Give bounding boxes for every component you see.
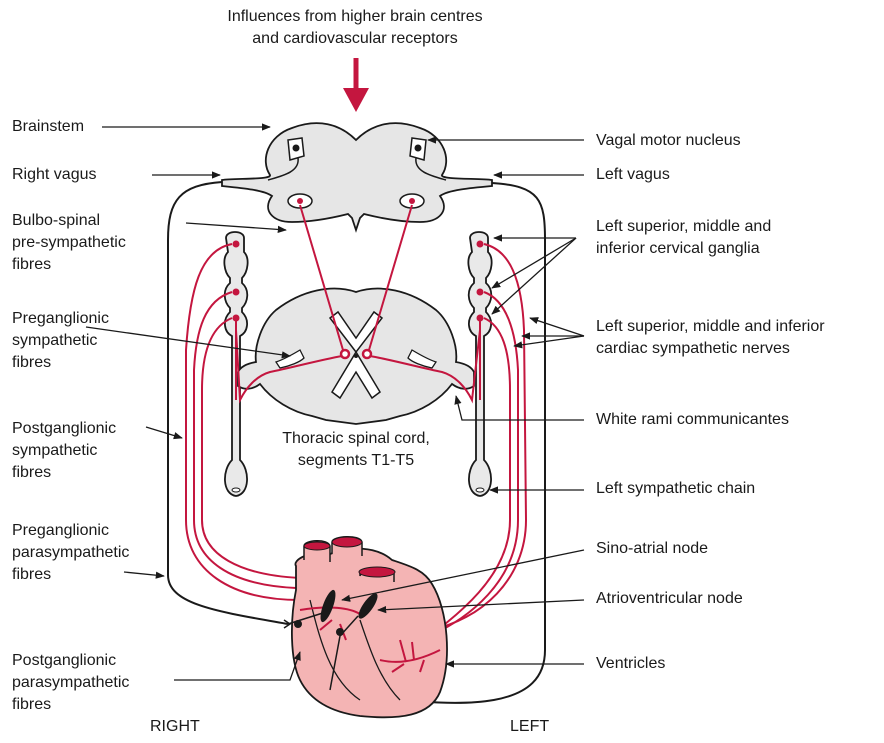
thoracic-cord-label: Thoracic spinal cord, segments T1-T5 bbox=[256, 428, 456, 472]
brainstem-section bbox=[222, 123, 492, 230]
influences-label: Influences from higher brain centres and… bbox=[180, 6, 530, 50]
thoracic-spinal-cord bbox=[238, 289, 474, 424]
preganglionic-parasympathetic-label: Preganglionic parasympathetic fibres bbox=[12, 520, 129, 586]
bulbospinal-label: Bulbo-spinal pre-sympathetic fibres bbox=[12, 210, 126, 276]
left-vagus-label: Left vagus bbox=[596, 164, 670, 186]
input-arrow bbox=[343, 58, 369, 112]
right-vagus-label: Right vagus bbox=[12, 164, 97, 186]
vagal-motor-nucleus-label: Vagal motor nucleus bbox=[596, 130, 741, 152]
white-rami-label: White rami communicantes bbox=[596, 409, 789, 431]
brainstem-label: Brainstem bbox=[12, 116, 84, 138]
preganglionic-sympathetic-label: Preganglionic sympathetic fibres bbox=[12, 308, 109, 374]
cardiac-sympathetic-nerves-label: Left superior, middle and inferior cardi… bbox=[596, 316, 825, 360]
left-side-label: LEFT bbox=[510, 716, 549, 738]
postganglionic-parasympathetic-label: Postganglionic parasympathetic fibres bbox=[12, 650, 129, 716]
postganglionic-sympathetic-label: Postganglionic sympathetic fibres bbox=[12, 418, 116, 484]
cervical-ganglia-label: Left superior, middle and inferior cervi… bbox=[596, 216, 771, 260]
heart bbox=[284, 537, 447, 718]
sympathetic-chain-label: Left sympathetic chain bbox=[596, 478, 755, 500]
right-side-label: RIGHT bbox=[150, 716, 200, 738]
ventricles-label: Ventricles bbox=[596, 653, 665, 675]
av-node-label: Atrioventricular node bbox=[596, 588, 743, 610]
sa-node-label: Sino-atrial node bbox=[596, 538, 708, 560]
